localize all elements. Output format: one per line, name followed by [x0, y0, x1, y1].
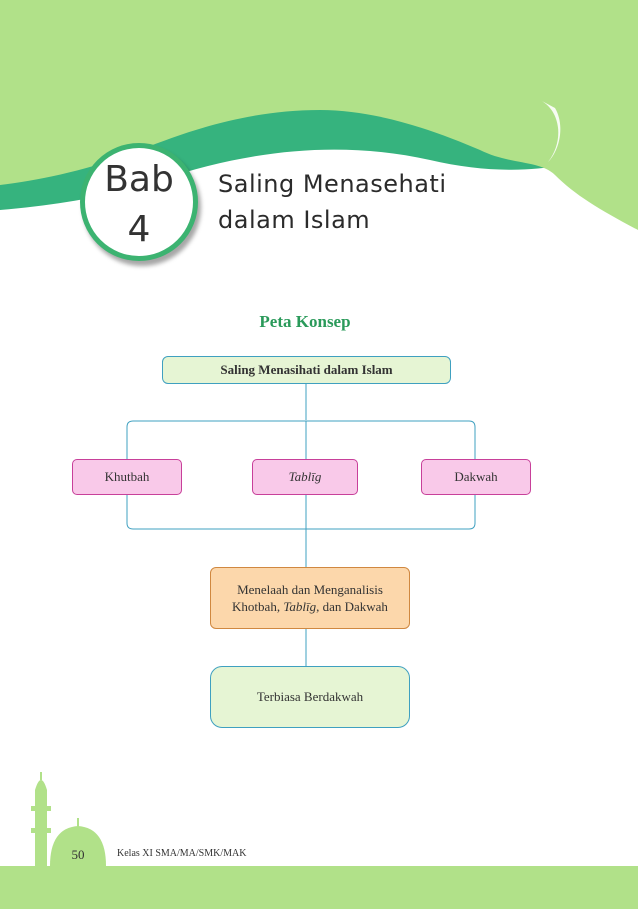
analysis-line-1: Menelaah dan Menganalisis — [237, 582, 383, 597]
concept-branch-tablig: Tablīg — [252, 459, 358, 495]
analysis-dakwah: , dan Dakwah — [316, 599, 388, 614]
concept-branch-dakwah: Dakwah — [421, 459, 531, 495]
concept-outcome-box: Terbiasa Berdakwah — [210, 666, 410, 728]
header-light-green-wave — [0, 0, 638, 230]
page-number: 50 — [71, 847, 85, 862]
chapter-badge — [80, 143, 198, 261]
analysis-tablig: Tablīg — [283, 599, 317, 614]
chapter-title-line-1: Saling Menasehati — [218, 170, 447, 198]
chapter-number: 4 — [127, 209, 151, 250]
header-white-curl — [540, 100, 561, 162]
concept-branch-khutbah: Khutbah — [72, 459, 182, 495]
connector-lower-bracket — [126, 495, 476, 530]
analysis-line-2: Khotbah, Tablīg, dan Dakwah — [232, 598, 388, 615]
chapter-label: Bab — [104, 159, 174, 200]
mosque-silhouette-icon — [31, 772, 106, 870]
concept-root-box: Saling Menasihati dalam Islam — [162, 356, 451, 384]
concept-map-connectors — [126, 384, 476, 666]
chapter-title-line-2: dalam Islam — [218, 206, 371, 234]
footer-book-label: Kelas XI SMA/MA/SMK/MAK — [117, 848, 247, 859]
connector-upper-bracket — [126, 420, 476, 459]
concept-analysis-box: Menelaah dan Menganalisis Khotbah, Tablī… — [210, 567, 410, 629]
footer-band — [0, 866, 638, 909]
concept-map-heading: Peta Konsep — [259, 312, 351, 331]
analysis-khotbah: Khotbah, — [232, 599, 284, 614]
